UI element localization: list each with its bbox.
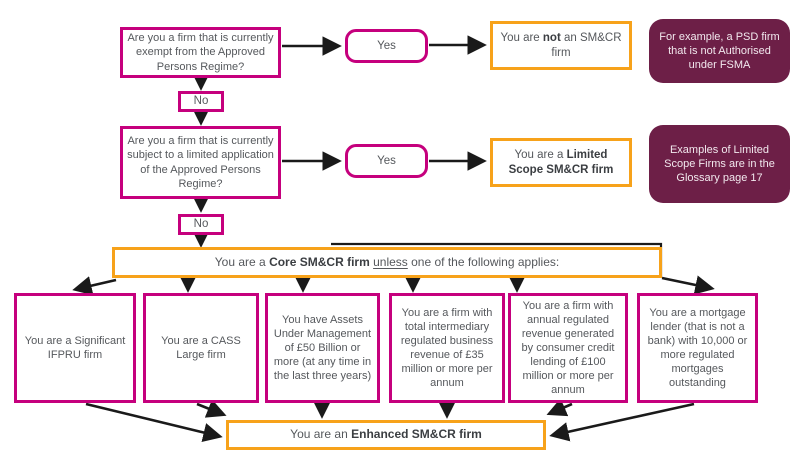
yes-node-1-label: Yes <box>377 39 396 52</box>
no-node-1: No <box>178 91 224 112</box>
no-node-1-label: No <box>193 95 209 108</box>
criterion-mortgage-lender: You are a mortgage lender (that is not a… <box>637 293 758 403</box>
result-enhanced-smcr-firm: You are an Enhanced SM&CR firm <box>226 420 546 450</box>
arrow-criterion6-to-enhanced <box>549 402 695 442</box>
question-limited-application-text: Are you a firm that is currently subject… <box>127 135 274 190</box>
note-limited-scope-glossary: Examples of Limited Scope Firms are in t… <box>649 125 790 203</box>
criterion-consumer-credit-text: You are a firm with annual regulated rev… <box>521 299 615 397</box>
result-not-smcr-bold: not <box>542 31 561 44</box>
result-not-smcr-pre: You are <box>500 31 543 44</box>
result-not-smcr-text: You are not an SM&CR firm <box>499 31 623 60</box>
result-enhanced-pre: You are an <box>290 427 352 442</box>
result-core-smcr-firm: You are a Core SM&CR firm unless one of … <box>112 247 662 278</box>
result-limited-scope-bold: Limited Scope SM&CR firm <box>508 148 614 176</box>
result-core-post: one of the following applies: <box>407 254 560 269</box>
no-node-2: No <box>178 214 224 235</box>
result-not-smcr-post: an SM&CR firm <box>551 31 622 59</box>
result-enhanced-text: You are an Enhanced SM&CR firm <box>290 427 482 442</box>
criterion-mortgage-lender-text: You are a mortgage lender (that is not a… <box>647 306 748 390</box>
criterion-cass-large: You are a CASS Large firm <box>143 293 259 403</box>
no-node-2-label: No <box>193 218 209 231</box>
criterion-cass-large-text: You are a CASS Large firm <box>161 334 241 361</box>
arrow-criterion1-to-enhanced <box>85 402 223 443</box>
note-limited-scope-glossary-text: Examples of Limited Scope Firms are in t… <box>664 143 775 185</box>
criterion-significant-ifpru-text: You are a Significant IFPRU firm <box>24 334 126 361</box>
yes-node-2: Yes <box>345 144 428 178</box>
result-core-bold: Core SM&CR firm <box>269 254 370 269</box>
result-limited-scope-firm: You are a Limited Scope SM&CR firm <box>490 138 632 187</box>
criterion-intermediary-revenue-text: You are a firm with total intermediary r… <box>400 306 494 390</box>
criterion-aum-50bn-text: You have Assets Under Management of £50 … <box>273 313 372 383</box>
criterion-significant-ifpru: You are a Significant IFPRU firm <box>14 293 136 403</box>
note-psd-firm: For example, a PSD firm that is not Auth… <box>649 19 790 83</box>
criterion-consumer-credit: You are a firm with annual regulated rev… <box>508 293 628 403</box>
question-exempt-aprm: Are you a firm that is currently exempt … <box>120 27 281 78</box>
result-limited-scope-text: You are a Limited Scope SM&CR firm <box>499 148 623 177</box>
yes-node-1: Yes <box>345 29 428 63</box>
arrow-core-to-criterion-1 <box>72 276 117 296</box>
result-not-smcr-firm: You are not an SM&CR firm <box>490 21 632 70</box>
criterion-aum-50bn: You have Assets Under Management of £50 … <box>265 293 380 403</box>
result-core-smcr-text: You are a Core SM&CR firm unless one of … <box>215 255 559 270</box>
question-exempt-aprm-text: Are you a firm that is currently exempt … <box>127 32 274 73</box>
result-limited-scope-pre: You are a <box>514 148 567 161</box>
yes-node-2-label: Yes <box>377 154 396 167</box>
arrow-core-to-criterion-6 <box>661 275 715 295</box>
criterion-intermediary-revenue: You are a firm with total intermediary r… <box>389 293 505 403</box>
result-enhanced-bold: Enhanced SM&CR firm <box>351 427 482 442</box>
question-limited-application: Are you a firm that is currently subject… <box>120 126 281 199</box>
note-psd-firm-text: For example, a PSD firm that is not Auth… <box>659 30 780 72</box>
result-core-pre: You are a <box>214 254 270 269</box>
arrow-criterion5-to-enhanced <box>546 398 573 417</box>
arrow-criterion2-to-enhanced <box>196 399 227 418</box>
result-core-unless: unless <box>373 254 408 269</box>
